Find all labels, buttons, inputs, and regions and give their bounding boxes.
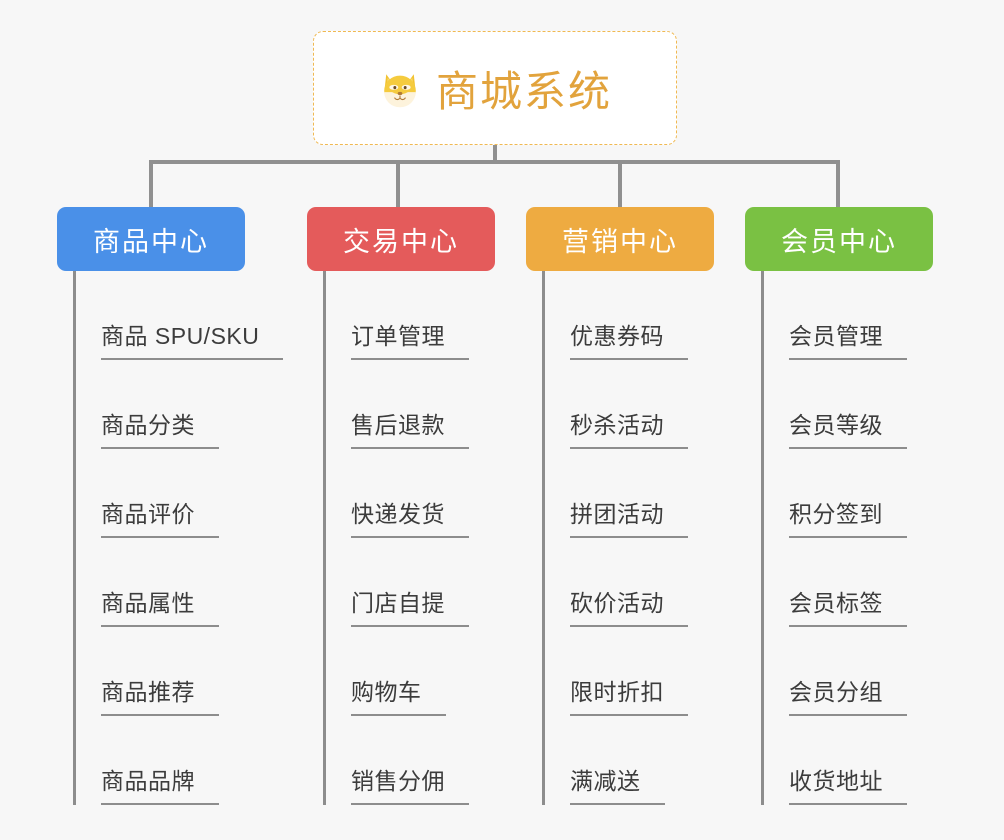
leaf-item-label: 商品推荐 — [101, 673, 219, 716]
leaf-item[interactable]: 拼团活动 — [542, 449, 688, 538]
category-header-label: 会员中心 — [781, 226, 897, 257]
connector-horizontal-bus — [149, 160, 840, 164]
leaf-item-label: 砍价活动 — [570, 584, 688, 627]
leaf-item-label: 会员管理 — [789, 317, 907, 360]
leaf-item[interactable]: 商品属性 — [73, 538, 219, 627]
leaf-item-label: 会员分组 — [789, 673, 907, 716]
leaf-item[interactable]: 快递发货 — [323, 449, 469, 538]
leaf-item-label: 秒杀活动 — [570, 406, 688, 449]
leaf-item[interactable]: 会员分组 — [761, 627, 907, 716]
leaf-item[interactable]: 会员管理 — [761, 271, 907, 360]
category-header-label: 营销中心 — [562, 226, 678, 257]
leaf-item[interactable]: 会员等级 — [761, 360, 907, 449]
leaf-item[interactable]: 商品分类 — [73, 360, 219, 449]
leaf-item[interactable]: 商品推荐 — [73, 627, 219, 716]
leaf-item[interactable]: 收货地址 — [761, 716, 907, 805]
leaf-item-label: 拼团活动 — [570, 495, 688, 538]
leaf-item[interactable]: 商品评价 — [73, 449, 219, 538]
leaf-item-label: 会员等级 — [789, 406, 907, 449]
leaf-item-label: 销售分佣 — [351, 762, 469, 805]
leaf-item-label: 快递发货 — [351, 495, 469, 538]
root-title: 商城系统 — [435, 67, 612, 115]
leaf-item-label: 订单管理 — [351, 317, 469, 360]
connector-drop-1 — [149, 160, 153, 207]
leaf-item-label: 售后退款 — [351, 406, 469, 449]
connector-vertical-rail-2 — [323, 271, 326, 805]
leaf-item-label: 满减送 — [570, 762, 665, 805]
leaf-item-label: 积分签到 — [789, 495, 907, 538]
connector-vertical-rail-1 — [73, 271, 76, 805]
leaf-item-label: 商品品牌 — [101, 762, 219, 805]
connector-drop-3 — [618, 160, 622, 207]
leaf-item-label: 购物车 — [351, 673, 446, 716]
leaf-item[interactable]: 会员标签 — [761, 538, 907, 627]
category-header-label: 交易中心 — [343, 226, 459, 257]
leaf-item-label: 商品属性 — [101, 584, 219, 627]
leaf-item[interactable]: 限时折扣 — [542, 627, 688, 716]
leaf-item[interactable]: 砍价活动 — [542, 538, 688, 627]
leaf-item[interactable]: 门店自提 — [323, 538, 469, 627]
leaf-item-label: 优惠券码 — [570, 317, 688, 360]
leaf-item[interactable]: 购物车 — [323, 627, 446, 716]
category-header-4[interactable]: 会员中心 — [745, 207, 933, 271]
leaf-item-label: 商品分类 — [101, 406, 219, 449]
connector-root-stem — [493, 145, 497, 163]
category-header-3[interactable]: 营销中心 — [526, 207, 714, 271]
leaf-item[interactable]: 订单管理 — [323, 271, 469, 360]
leaf-item-label: 会员标签 — [789, 584, 907, 627]
connector-vertical-rail-4 — [761, 271, 764, 805]
leaf-item-label: 商品评价 — [101, 495, 219, 538]
connector-drop-4 — [836, 160, 840, 207]
leaf-item[interactable]: 优惠券码 — [542, 271, 688, 360]
leaf-item[interactable]: 售后退款 — [323, 360, 469, 449]
leaf-item-label: 门店自提 — [351, 584, 469, 627]
category-header-2[interactable]: 交易中心 — [307, 207, 495, 271]
leaf-item[interactable]: 商品品牌 — [73, 716, 219, 805]
connector-drop-2 — [396, 160, 400, 207]
leaf-item-label: 收货地址 — [789, 762, 907, 805]
leaf-item[interactable]: 销售分佣 — [323, 716, 469, 805]
leaf-item[interactable]: 积分签到 — [761, 449, 907, 538]
category-header-label: 商品中心 — [93, 226, 209, 257]
leaf-item[interactable]: 商品 SPU/SKU — [73, 271, 284, 360]
leaf-item-label: 商品 SPU/SKU — [101, 317, 284, 360]
shiba-dog-face-icon — [378, 66, 422, 110]
leaf-item-label: 限时折扣 — [570, 673, 688, 716]
connector-vertical-rail-3 — [542, 271, 545, 805]
category-header-1[interactable]: 商品中心 — [57, 207, 245, 271]
leaf-item[interactable]: 秒杀活动 — [542, 360, 688, 449]
root-node-shop-system[interactable]: 商城系统 — [313, 31, 677, 145]
leaf-item[interactable]: 满减送 — [542, 716, 665, 805]
